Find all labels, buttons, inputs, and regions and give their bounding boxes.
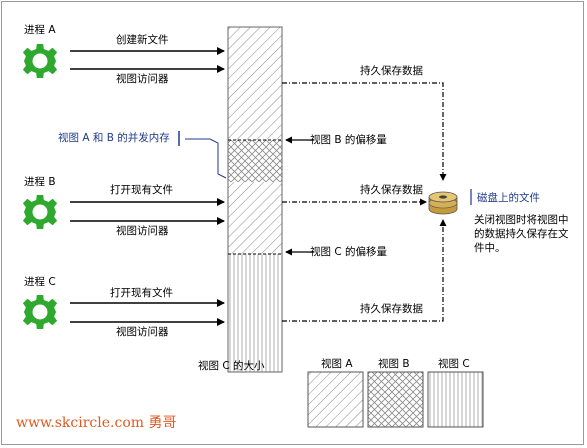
persist-label-b: 持久保存数据 [360, 183, 423, 196]
disk-note-line3: 件中。 [474, 241, 506, 254]
view-c-size-label: 视图 C 的大小 [198, 359, 265, 372]
process-c: 进程 C [22, 276, 58, 329]
persist-arrow-a [282, 82, 447, 181]
legend-swatch-a [307, 371, 364, 428]
process-c-label: 进程 C [24, 276, 56, 288]
arrow-c2-label: 视图访问器 [116, 325, 169, 338]
persist-arrow-c [282, 219, 447, 322]
arrow-c1-label: 打开现有文件 [110, 286, 173, 299]
persist-label-a: 持久保存数据 [360, 64, 423, 77]
file-block [227, 26, 283, 373]
concurrent-memory-callout: 视图 A 和 B 的并发内存 [58, 131, 227, 179]
persist-arrows: 持久保存数据 持久保存数据 持久保存数据 [282, 64, 447, 322]
process-b-label: 进程 B [24, 176, 56, 188]
view-a-region [228, 27, 282, 140]
disk-label: 磁盘上的文件 [477, 191, 540, 204]
arrow-b2-label: 视图访问器 [116, 224, 169, 237]
gear-icon [22, 295, 58, 329]
process-b: 进程 B [22, 176, 58, 229]
legend-swatch-b [367, 371, 424, 428]
disk-note-line1: 关闭视图时将视图中 [474, 213, 569, 226]
view-c-region [228, 254, 282, 372]
offset-c-label: 视图 C 的偏移量 [310, 245, 388, 258]
process-a-label: 进程 A [24, 24, 56, 36]
arrow-a2-label: 视图访问器 [116, 72, 169, 85]
gear-icon [22, 195, 58, 229]
persist-label-c: 持久保存数据 [360, 302, 423, 315]
arrow-a1-label: 创建新文件 [116, 33, 169, 46]
legend: 视图 A 视图 B 视图 C [307, 357, 484, 428]
process-a: 进程 A [22, 24, 58, 78]
watermark: www.skcircle.com 勇哥 [16, 415, 176, 431]
legend-label-c: 视图 C [438, 357, 470, 370]
legend-label-b: 视图 B [378, 357, 410, 370]
process-arrows: 创建新文件 视图访问器 打开现有文件 视图访问器 打开现有文件 视图访问器 [70, 33, 225, 338]
concurrent-memory-label: 视图 A 和 B 的并发内存 [58, 131, 170, 144]
offset-b-label: 视图 B 的偏移量 [310, 133, 387, 146]
file-block-border [227, 26, 283, 373]
view-b-region [228, 182, 282, 254]
legend-swatch-c [427, 371, 484, 428]
callout-bracket [185, 138, 227, 179]
legend-label-a: 视图 A [321, 357, 353, 370]
arrow-b1-label: 打开现有文件 [110, 183, 173, 196]
gear-icon [22, 44, 58, 78]
disk-icon [428, 191, 458, 215]
concurrent-region [228, 140, 282, 182]
disk-note-line2: 的数据持久保存在文 [474, 227, 569, 240]
